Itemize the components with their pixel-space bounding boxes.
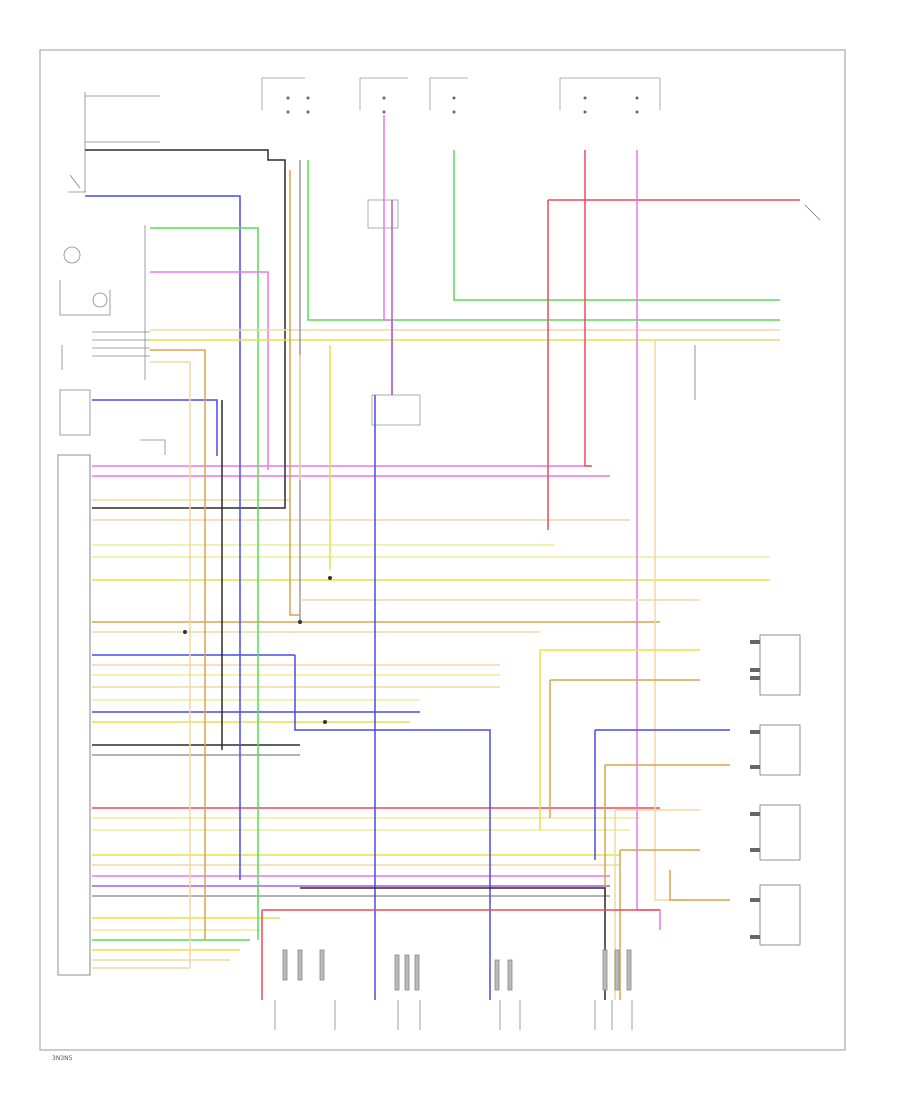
wire-pink-v2 (383, 115, 393, 395)
wire-red-v1 (584, 150, 592, 467)
wire-orange-v6 (669, 870, 730, 901)
diagram-frame (39, 49, 846, 1051)
wire-black-v1 (85, 149, 286, 509)
footer-code: 3N3N5 (52, 1055, 73, 1062)
sensor-right-4 (759, 884, 801, 946)
right-sensors (694, 204, 821, 946)
fuse-symbols (286, 96, 639, 114)
wire-blue-v2 (92, 399, 218, 456)
wire-blue-v4 (294, 655, 491, 1000)
wire-orange-v5 (619, 849, 700, 1000)
sensor-right-2 (759, 724, 801, 776)
wire-tan-v2 (150, 361, 191, 968)
sensor-right-3 (759, 804, 801, 861)
gauge-symbol (63, 246, 81, 264)
wire-green-v2 (307, 160, 780, 321)
fuse-box-group (261, 77, 661, 426)
main-connector-block (57, 454, 91, 976)
sensor-terminals (750, 640, 760, 939)
wire-orange-v2 (289, 170, 300, 616)
wire-blue-v5 (594, 729, 730, 860)
bottom-connectors (274, 949, 633, 1030)
wire-orange-v1 (150, 349, 206, 940)
harness-wires-vertical (85, 115, 800, 1000)
sensor-symbol (92, 292, 108, 308)
control-unit-box (371, 394, 421, 426)
wire-red-v3 (261, 909, 660, 1000)
wire-orange-v4 (604, 764, 730, 900)
wire-green-v3 (453, 150, 780, 301)
sensor-right-1 (759, 634, 801, 696)
wire-pink-v3 (636, 150, 661, 930)
wire-pink-v1 (150, 271, 269, 470)
harness-wires-horizontal (92, 465, 770, 969)
wire-blue-v1 (85, 195, 241, 880)
left-components (59, 92, 166, 455)
wire-red-v2 (547, 199, 800, 530)
relay-box (367, 199, 399, 229)
wire-black-v3 (300, 887, 606, 1000)
wire-tan-v4 (299, 355, 700, 601)
wire-tan-v3 (654, 339, 780, 901)
wire-orange-v3 (549, 679, 700, 818)
splice-points (183, 576, 332, 724)
wire-yellow-v3 (539, 649, 700, 830)
wire-green-v1 (150, 227, 259, 940)
